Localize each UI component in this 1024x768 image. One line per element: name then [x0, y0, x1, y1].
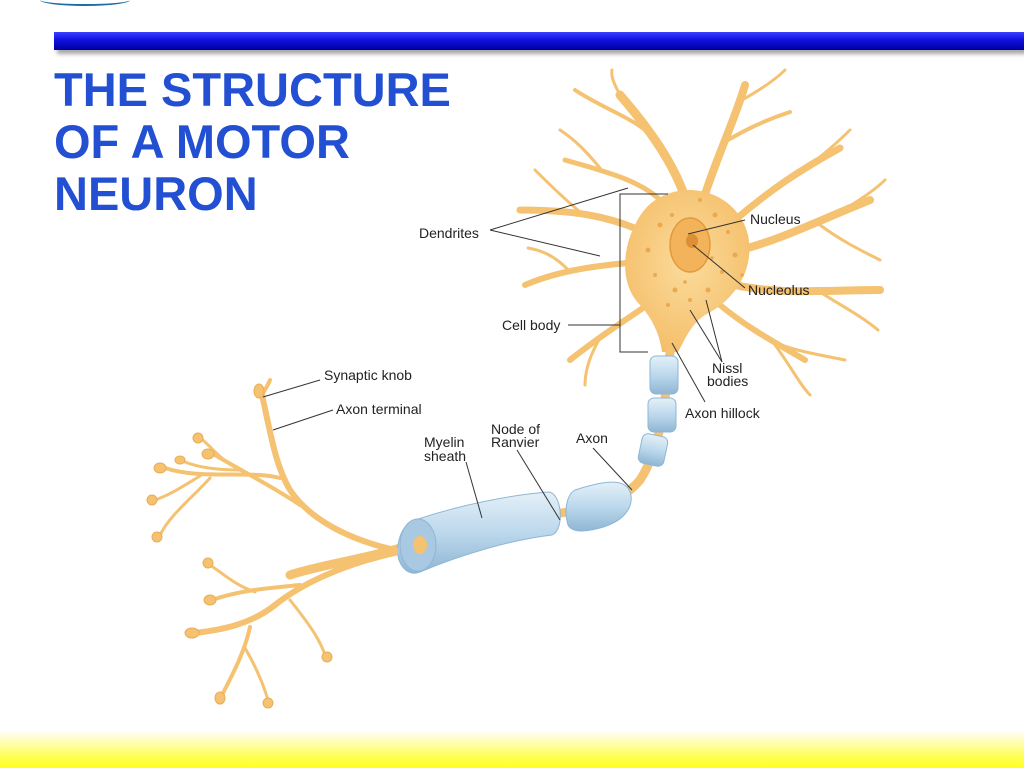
dendrite-branch	[696, 81, 749, 214]
dendrite-branch	[717, 302, 808, 363]
top-title-bar	[54, 32, 1024, 50]
label-node-line1: Node of	[491, 421, 540, 437]
dendrite-branch	[610, 68, 632, 112]
dendrite-branch	[818, 290, 880, 332]
dendrite-branch	[726, 110, 792, 142]
label-axon-terminal: Axon terminal	[336, 401, 422, 417]
dendrite-branch	[526, 246, 572, 274]
dendrite-branch	[516, 206, 654, 239]
myelin-segment-curved	[565, 481, 632, 532]
label-nissl-line1: Nissl	[712, 360, 742, 376]
label-myelin-line1: Myelin	[424, 434, 464, 450]
label-synaptic-knob: Synaptic knob	[324, 367, 412, 383]
title-line-1: THE STRUCTURE	[54, 63, 451, 116]
label-nissl-line2: bodies	[707, 373, 748, 389]
dendrite-branch	[567, 297, 658, 363]
label-nucleolus: Nucleolus	[748, 282, 809, 298]
dendrite-branch	[773, 343, 812, 397]
dendrite-branch	[736, 196, 874, 254]
leader-lines	[262, 187, 746, 521]
label-dendrites: Dendrites	[419, 225, 479, 241]
dendrite-branch	[818, 223, 882, 262]
label-cell-body: Cell body	[502, 317, 560, 333]
dendrite-branch	[573, 88, 657, 142]
label-axon: Axon	[576, 430, 608, 446]
bottom-footer-bar	[0, 730, 1024, 768]
slide-title: THE STRUCTURE OF A MOTOR NEURON	[54, 64, 484, 220]
dendrite-branch	[773, 340, 847, 362]
dendrite-branch	[788, 128, 852, 182]
corner-arc-decoration	[40, 0, 130, 6]
dendrite-branch	[522, 259, 643, 288]
dendrite-branch	[533, 168, 582, 214]
axon-terminal-branches	[153, 378, 398, 702]
label-node-line2: Ranvier	[491, 434, 540, 450]
synaptic-knobs	[146, 383, 333, 709]
label-myelin-line2: sheath	[424, 448, 466, 464]
nissl-bodies-dots	[645, 198, 744, 307]
title-line-2: OF A MOTOR	[54, 115, 350, 168]
dendrite-branch	[731, 144, 844, 224]
title-line-3: NEURON	[54, 167, 258, 220]
dendrite-branch	[731, 281, 884, 296]
label-axon-hillock: Axon hillock	[685, 405, 761, 421]
dendrite-branch	[583, 336, 602, 387]
myelin-sheath-large	[396, 491, 561, 574]
dendrite-branch	[740, 68, 787, 102]
label-nucleus: Nucleus	[750, 211, 801, 227]
dendrite-branch	[558, 128, 602, 170]
myelin-segments-vertical	[637, 355, 679, 467]
nucleolus-shape	[686, 234, 698, 248]
dendrite-branch	[838, 178, 887, 214]
